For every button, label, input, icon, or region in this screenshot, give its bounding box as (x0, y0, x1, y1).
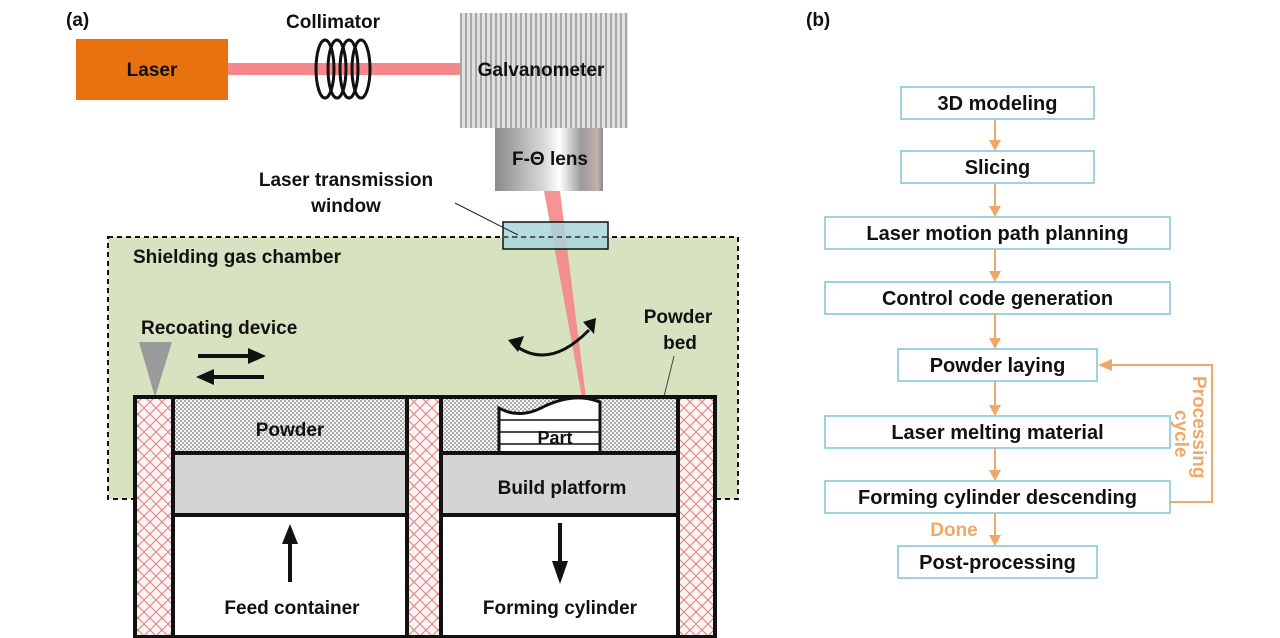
flow-step-label: Slicing (965, 157, 1031, 179)
powder-bed-label-1: Powder (644, 307, 713, 328)
left-wall (135, 397, 173, 637)
panel-a-tag: (a) (66, 10, 89, 31)
flow-arrow-icon (989, 405, 1001, 416)
cycle-label-2: cycle (1170, 410, 1191, 458)
transmission-window (502, 221, 609, 250)
flow-step-box (824, 216, 1171, 250)
laser-source (76, 39, 228, 100)
cylinder-down-arrow-icon (552, 523, 568, 584)
flow-step-box (900, 86, 1095, 120)
flow-arrow-icon (989, 206, 1001, 217)
build-platform-label: Build platform (498, 478, 627, 499)
flow-step-box (824, 480, 1171, 514)
flow-arrow-icon (989, 470, 1001, 481)
forming-cylinder-label: Forming cylinder (483, 598, 638, 619)
laser-label: Laser (127, 60, 178, 81)
galvanometer-label: Galvanometer (478, 60, 605, 81)
f-theta-lens-label: F-Θ lens (512, 149, 588, 170)
processing-cycle-loop: Processing cycle (1098, 359, 1213, 503)
part-layers (499, 419, 600, 445)
part-shape (497, 396, 602, 455)
recoater-blade-icon (139, 342, 172, 397)
flow-step-label: 3D modeling (937, 93, 1057, 115)
flow-step-label: Control code generation (882, 288, 1113, 310)
recoater-motion-arrows-icon (196, 348, 266, 385)
flow-step-label: Post-processing (919, 552, 1076, 574)
loop-arrowhead-icon (1098, 359, 1112, 371)
flow-arrow-icon (989, 338, 1001, 349)
feed-powder (173, 397, 407, 453)
recoating-device-label: Recoating device (141, 318, 297, 339)
f-theta-lens (495, 128, 603, 191)
collimator-label: Collimator (286, 12, 381, 33)
flow-arrow-icon (989, 271, 1001, 282)
laser-beam-horizontal (228, 63, 460, 75)
flow-step-box (897, 348, 1098, 382)
flow-arrow-icon (989, 535, 1001, 546)
flow-step-label: Laser melting material (891, 422, 1103, 444)
flow-step-box (900, 150, 1095, 184)
flow-step-label: Powder laying (930, 355, 1066, 377)
transmission-window-label-1: Laser transmission (259, 170, 433, 191)
chamber-label: Shielding gas chamber (133, 247, 342, 268)
flow-step-box (824, 415, 1171, 449)
window-leader-line (454, 202, 519, 236)
powder-bed-label-2: bed (663, 333, 697, 354)
panel-b-tag: (b) (806, 10, 830, 31)
middle-wall (407, 397, 441, 637)
machine-body: Powder Part Build platform Feed containe… (133, 395, 717, 638)
powder-label: Powder (256, 420, 325, 441)
flow-step-label: Forming cylinder descending (858, 487, 1137, 509)
flow-step-box (824, 281, 1171, 315)
transmission-window-label-2: window (310, 196, 381, 217)
feed-piston (173, 453, 407, 515)
galvanometer (460, 13, 628, 128)
feed-up-arrow-icon (282, 524, 298, 582)
flow-arrow-icon (989, 140, 1001, 151)
build-platform (441, 453, 678, 515)
flow-step-label: Laser motion path planning (866, 223, 1128, 245)
part-label: Part (537, 428, 572, 448)
cycle-label-1: Processing (1188, 376, 1209, 478)
scan-direction-arrow-icon (508, 318, 596, 357)
done-label: Done (930, 520, 978, 541)
right-wall (678, 397, 715, 637)
flow-step-box (897, 545, 1098, 579)
collimator-coil-icon (314, 38, 372, 100)
feed-container-label: Feed container (224, 598, 360, 619)
